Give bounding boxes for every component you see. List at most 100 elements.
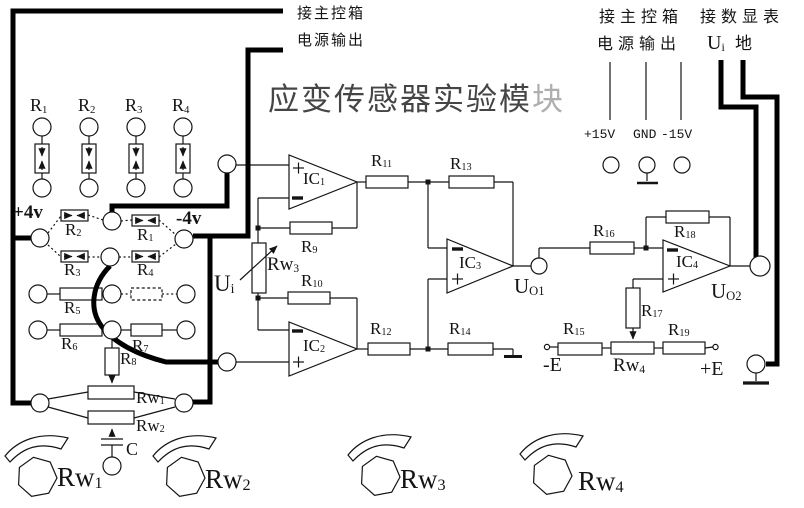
label-r11: R11: [371, 151, 393, 171]
terminal-row4-right[interactable]: [176, 320, 196, 340]
label-r15: R15: [563, 319, 585, 339]
opamp-ic2-triangle: [288, 321, 359, 377]
label-r12: R12: [370, 319, 392, 339]
terminal-uo2[interactable]: [749, 255, 771, 277]
resistor-spare-body: [130, 287, 163, 301]
label-r18: R18: [674, 222, 696, 242]
label-minus-e: -E: [543, 354, 562, 376]
label-ic1: IC1: [303, 169, 326, 189]
patch-wire-display-ui[interactable]: [718, 60, 759, 258]
label-r16: R16: [593, 221, 615, 241]
power-input-terminals: [609, 62, 682, 185]
label-knob-rw1: Rw1: [57, 462, 103, 493]
potentiometer-rw3-body: [251, 242, 267, 294]
terminal-row3-left[interactable]: [28, 284, 48, 304]
thin-circuit-lines: [34, 62, 769, 457]
resistor-r11-body: [365, 175, 409, 189]
label-gauge-r3: R3: [125, 95, 143, 116]
label-r17: R17: [641, 301, 663, 321]
terminal-minus15v[interactable]: [673, 156, 691, 174]
label-knob-rw3: Rw3: [400, 464, 446, 495]
terminal-gauge3-top[interactable]: [126, 117, 146, 137]
label-bridge-r2: R2: [65, 220, 82, 240]
terminal-gnd[interactable]: [638, 156, 656, 174]
display-panel-label: 接数显表: [700, 9, 785, 26]
label-bridge-r1: R1: [137, 225, 154, 245]
terminal-rw12-right[interactable]: [174, 393, 194, 413]
terminal-plus-e[interactable]: [712, 343, 719, 351]
terminal-minus-e[interactable]: [543, 343, 551, 351]
terminal-bridge-top-mid[interactable]: [102, 211, 122, 231]
potentiometer-rw2-body: [87, 410, 135, 425]
label-r13: R13: [450, 154, 472, 174]
terminal-plus4v[interactable]: [30, 228, 50, 248]
ground-symbol: [743, 373, 769, 385]
label-rw2: Rw2: [136, 416, 165, 436]
label-ic2: IC2: [303, 336, 326, 356]
terminal-ground[interactable]: [746, 354, 766, 374]
resistor-r18-body: [665, 210, 710, 224]
top-left-panel-label-2: 电源输出: [297, 32, 366, 49]
patch-wire-bridge-to-ic1[interactable]: [109, 172, 230, 213]
knob-rw4[interactable]: [519, 433, 584, 495]
terminal-gauge1-top[interactable]: [32, 117, 52, 137]
terminal-row4-mid[interactable]: [102, 320, 122, 340]
patch-wire-display-ground[interactable]: [740, 60, 780, 367]
terminal-gauge3-bottom[interactable]: [126, 178, 146, 198]
bridge-network: [47, 209, 177, 457]
terminal-minus4v[interactable]: [174, 229, 194, 249]
label-rw3: Rw3: [267, 254, 300, 275]
label-r5: R5: [64, 298, 81, 318]
resistor-r9-body: [289, 221, 333, 235]
resistor-r8-body: [104, 347, 120, 376]
terminal-gauge2-top[interactable]: [79, 117, 99, 137]
label-plus15v: +15V: [584, 127, 616, 142]
opamp-ic3-triangle: [446, 238, 515, 294]
terminal-gauge4-bottom[interactable]: [173, 178, 193, 198]
resistor-r17-body: [625, 287, 641, 329]
terminal-row3-right[interactable]: [176, 284, 196, 304]
label-r14: R14: [449, 319, 471, 339]
resistor-r14-body: [447, 342, 494, 356]
display-panel-ui: Ui: [707, 32, 725, 54]
label-bridge-r3: R3: [64, 260, 81, 280]
label-r19: R19: [668, 320, 690, 340]
label-r6: R6: [61, 334, 78, 354]
resistor-r7-body: [130, 323, 163, 337]
label-knob-rw4: Rw4: [578, 466, 624, 497]
label-uo1: UO1: [514, 274, 545, 298]
resistor-r13-body: [448, 175, 495, 189]
terminal-bridge-row2-mid[interactable]: [100, 247, 120, 267]
terminal-ic2-input[interactable]: [217, 352, 237, 372]
label-gauge-r1: R1: [30, 95, 48, 116]
terminal-gauge2-bottom[interactable]: [79, 178, 99, 198]
label-r8: R8: [120, 349, 137, 369]
terminal-gauge1-bottom[interactable]: [32, 178, 52, 198]
patch-wires: [10, 8, 780, 406]
resistor-r12-body: [367, 342, 411, 356]
label-rw1: Rw1: [136, 388, 165, 408]
terminal-jacks: [28, 117, 771, 476]
label-minus15v: -15V: [661, 127, 693, 142]
strain-gauge-sockets: [34, 136, 191, 179]
patch-wire-plus-excitation[interactable]: [10, 8, 283, 406]
label-bridge-r4: R4: [137, 260, 154, 280]
terminal-uo1[interactable]: [530, 257, 548, 275]
label-gauge-r4: R4: [172, 95, 190, 116]
terminal-rw12-left[interactable]: [30, 393, 50, 413]
terminal-row3-mid[interactable]: [102, 284, 122, 304]
terminal-ic1-input[interactable]: [217, 154, 237, 174]
terminal-plus15v[interactable]: [602, 156, 620, 174]
label-ic4: IC4: [676, 252, 699, 272]
label-ui: Ui: [214, 271, 235, 296]
resistor-r5-body: [59, 287, 103, 301]
patch-wire-minus-excitation[interactable]: [193, 47, 283, 239]
terminal-capacitor[interactable]: [102, 456, 122, 476]
opamp-ic1-triangle: [288, 154, 359, 210]
label-plus-e: +E: [700, 358, 724, 380]
terminal-gauge4-top[interactable]: [173, 117, 193, 137]
patch-wire-minus-branch[interactable]: [192, 236, 213, 405]
resistor-r19-body: [662, 341, 706, 355]
label-ic3: IC3: [459, 253, 482, 273]
terminal-row4-left[interactable]: [28, 320, 48, 340]
